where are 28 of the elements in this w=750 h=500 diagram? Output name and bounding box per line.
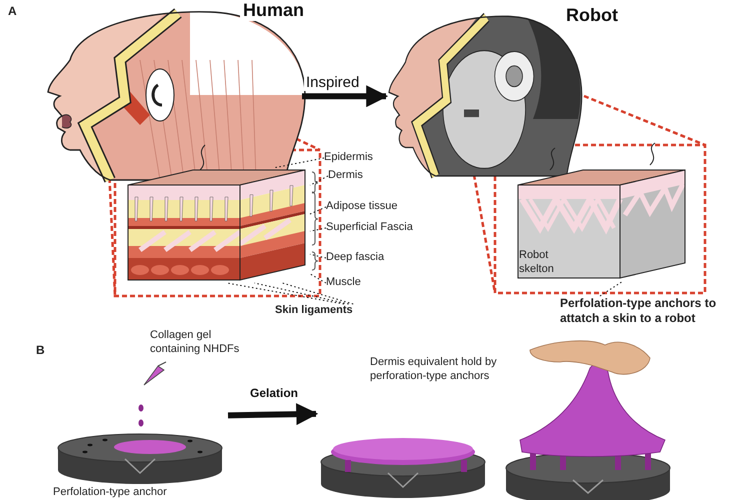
layer-label: Muscle (326, 276, 362, 290)
part-label: Robot skelton (519, 249, 555, 276)
panel-letter: A (8, 4, 17, 20)
arrow (228, 403, 318, 426)
part-label: Perfolation-type anchor (53, 485, 168, 500)
edge-label: Gelation (248, 386, 300, 400)
leader-line (310, 254, 326, 258)
layer-label: Perfolation-type anchors to attatch a skin to a robot (560, 296, 718, 326)
layer-label: Deep fascia (326, 251, 386, 265)
leader-line (310, 228, 326, 232)
edge-label: Inspired (304, 74, 362, 91)
layer-label: Skin ligaments (275, 304, 354, 318)
layer-label: Superficial Fascia (326, 221, 414, 235)
layer-label: Epidermis (324, 151, 374, 165)
leader-line (310, 206, 326, 214)
arrow (302, 85, 388, 108)
leader-line (272, 158, 324, 168)
layer-label: Adipose tissue (326, 200, 399, 214)
leader-line (226, 282, 344, 304)
leader-line (310, 176, 328, 186)
leader-line (254, 282, 350, 304)
leader-line (310, 273, 326, 284)
layer-label: Dermis (328, 169, 364, 183)
leader-line (282, 282, 354, 304)
panel-letter: B (36, 343, 45, 359)
leader-line (600, 282, 622, 296)
note: Dermis equivalent hold by perforation-type anchors (370, 355, 498, 384)
part-label: Collagen gel containing NHDFs (150, 328, 240, 357)
